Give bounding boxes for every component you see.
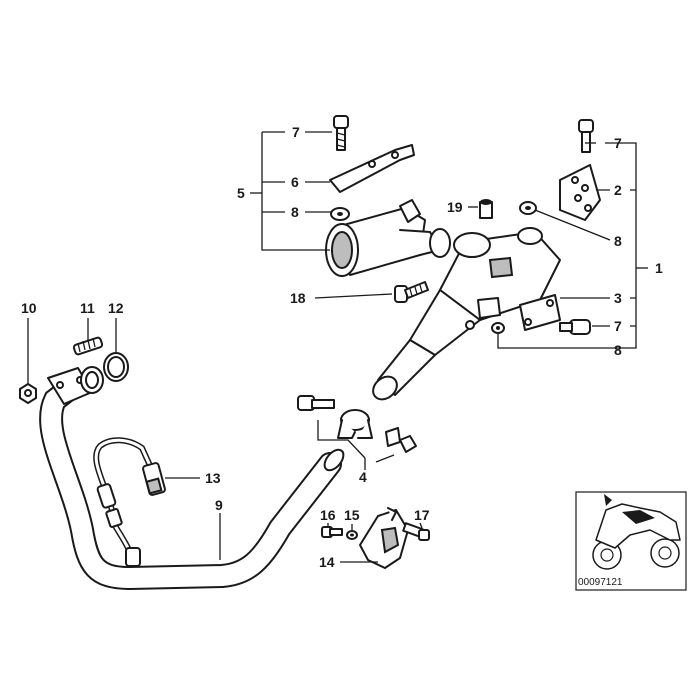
callout-9: 9 — [215, 497, 223, 513]
bolt-17 — [402, 522, 430, 541]
callout-7-top-right: 7 — [614, 135, 622, 151]
callout-13: 13 — [205, 470, 221, 486]
bolt-side — [559, 319, 591, 335]
washer-right — [519, 201, 537, 215]
washer-15 — [346, 530, 358, 540]
stud — [72, 336, 104, 356]
callout-7-top-left: 7 — [292, 124, 300, 140]
bracket-strap — [329, 144, 415, 193]
callout-8-left: 8 — [291, 204, 299, 220]
spacer-sleeve — [479, 199, 493, 219]
callout-18: 18 — [290, 290, 306, 306]
callout-15: 15 — [344, 507, 360, 523]
callout-8-bottom: 8 — [614, 342, 622, 358]
oxygen-sensor — [93, 437, 166, 567]
washer-bottom — [491, 322, 505, 334]
callout-19: 19 — [447, 199, 463, 215]
screw-16 — [321, 526, 343, 538]
motorcycle-icon — [592, 494, 681, 570]
washer-left — [330, 207, 350, 221]
callout-12: 12 — [108, 300, 124, 316]
callout-17: 17 — [414, 507, 430, 523]
nut — [19, 383, 37, 404]
callout-3: 3 — [614, 290, 622, 306]
callout-10: 10 — [21, 300, 37, 316]
side-cover-plate — [519, 294, 561, 331]
reference-code: 00097121 — [578, 577, 623, 588]
callout-2: 2 — [614, 182, 622, 198]
callout-1: 1 — [655, 260, 663, 276]
bolt-top-left — [333, 115, 349, 151]
gasket-ring — [103, 352, 129, 382]
callout-11: 11 — [80, 300, 95, 316]
reference-thumbnail: 00097121 — [575, 491, 687, 591]
bolt-18 — [394, 281, 429, 303]
callout-6: 6 — [291, 174, 299, 190]
callout-4: 4 — [359, 469, 367, 485]
clamp-assembly — [297, 395, 417, 453]
bolt-top-right — [578, 119, 594, 153]
header-flange — [47, 366, 104, 405]
callout-8-right: 8 — [614, 233, 622, 249]
callout-numbers: 7 6 5 8 19 18 7 2 8 1 3 7 8 4 10 11 12 1… — [21, 124, 663, 570]
callout-5: 5 — [237, 185, 245, 201]
silencer-shell — [325, 199, 451, 277]
callout-16: 16 — [320, 507, 336, 523]
header-pipe — [39, 378, 345, 591]
callout-14: 14 — [319, 554, 335, 570]
heat-shield-bracket — [359, 507, 409, 569]
callout-7-side: 7 — [614, 318, 622, 334]
leader-lines — [27, 131, 648, 563]
mounting-bracket-right — [559, 164, 601, 221]
